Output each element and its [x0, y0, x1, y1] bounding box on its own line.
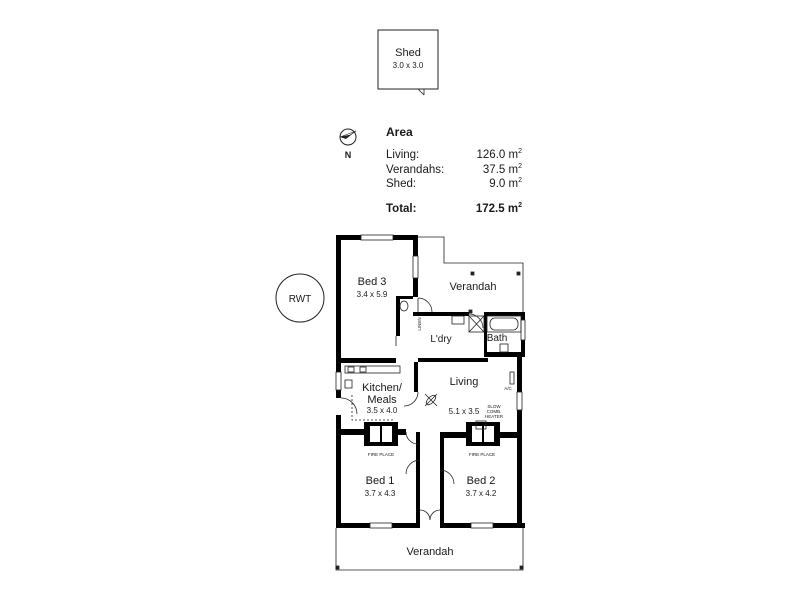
area-row-label: Living: — [386, 149, 420, 161]
area-row-label: Shed: — [386, 178, 417, 190]
area-row-value: 126.0 — [476, 149, 506, 161]
area-total-value: 172.5 — [475, 202, 505, 215]
room-bed1-dims: 3.7 x 4.3 — [365, 489, 396, 498]
linen-label: LINEN — [417, 317, 422, 330]
shed-dimensions: 3.0 x 3.0 — [393, 61, 424, 70]
area-row-total: Total: 172.5 m2 — [386, 201, 522, 215]
door-swings — [340, 297, 484, 521]
area-summary: Area Living: 126.0 m2 Verandahs: 37.5 m2… — [386, 125, 522, 216]
ac-label: A/C — [504, 386, 512, 391]
verandah-top-outline — [416, 236, 524, 315]
small-annotations: LINEN A/C SLOW COMB. HEATER FIRE PLACE F… — [368, 317, 513, 457]
area-row-living: Living: 126.0 m2 — [386, 148, 522, 161]
area-row-verandahs: Verandahs: 37.5 m2 — [386, 162, 522, 176]
area-row-label: Verandahs: — [386, 163, 445, 176]
verandah-bottom-outline — [335, 528, 524, 571]
room-kitchen-name-line2: Meals — [367, 394, 397, 406]
heater-label-line2: COMB. — [487, 409, 502, 414]
area-row-value: 9.0 — [489, 178, 506, 190]
heater-label-line1: SLOW — [487, 404, 501, 409]
room-verandah-bottom-name: Verandah — [406, 546, 453, 558]
room-labels: Bed 3 3.4 x 5.9 Verandah L'dry Bath Kitc… — [357, 276, 508, 558]
room-bed1-name: Bed 1 — [366, 475, 395, 487]
room-bath-name: Bath — [487, 333, 508, 344]
rainwater-tank: RWT — [275, 273, 325, 323]
area-row-value: 37.5 — [482, 163, 506, 176]
room-bed2-name: Bed 2 — [467, 475, 496, 487]
shed-label: Shed — [395, 47, 421, 59]
room-bed3-dims: 3.4 x 5.9 — [357, 290, 388, 299]
windows — [335, 234, 526, 529]
fireplace-right-label: FIRE PLACE — [469, 452, 495, 457]
shed: Shed 3.0 x 3.0 — [377, 29, 439, 96]
room-kitchen-name-line1: Kitchen/ — [362, 382, 403, 394]
area-total-label: Total: — [386, 202, 417, 215]
rwt-label: RWT — [289, 294, 312, 305]
room-verandah-top-name: Verandah — [449, 281, 496, 293]
room-bed3-name: Bed 3 — [358, 276, 387, 288]
fixtures — [344, 300, 522, 430]
area-title: Area — [386, 125, 413, 139]
room-kitchen-dims: 3.5 x 4.0 — [367, 406, 398, 415]
room-living-dims: 5.1 x 3.5 — [449, 407, 480, 416]
heater-label-line3: HEATER — [485, 414, 504, 419]
north-compass-icon: N — [339, 128, 357, 160]
compass-north-label: N — [345, 150, 352, 160]
room-living-name: Living — [450, 376, 479, 388]
room-laundry-name: L'dry — [430, 334, 451, 345]
fireplace-left-label: FIRE PLACE — [368, 452, 394, 457]
room-bed2-dims: 3.7 x 4.2 — [466, 489, 497, 498]
area-row-shed: Shed: 9.0 m2 — [386, 177, 522, 190]
